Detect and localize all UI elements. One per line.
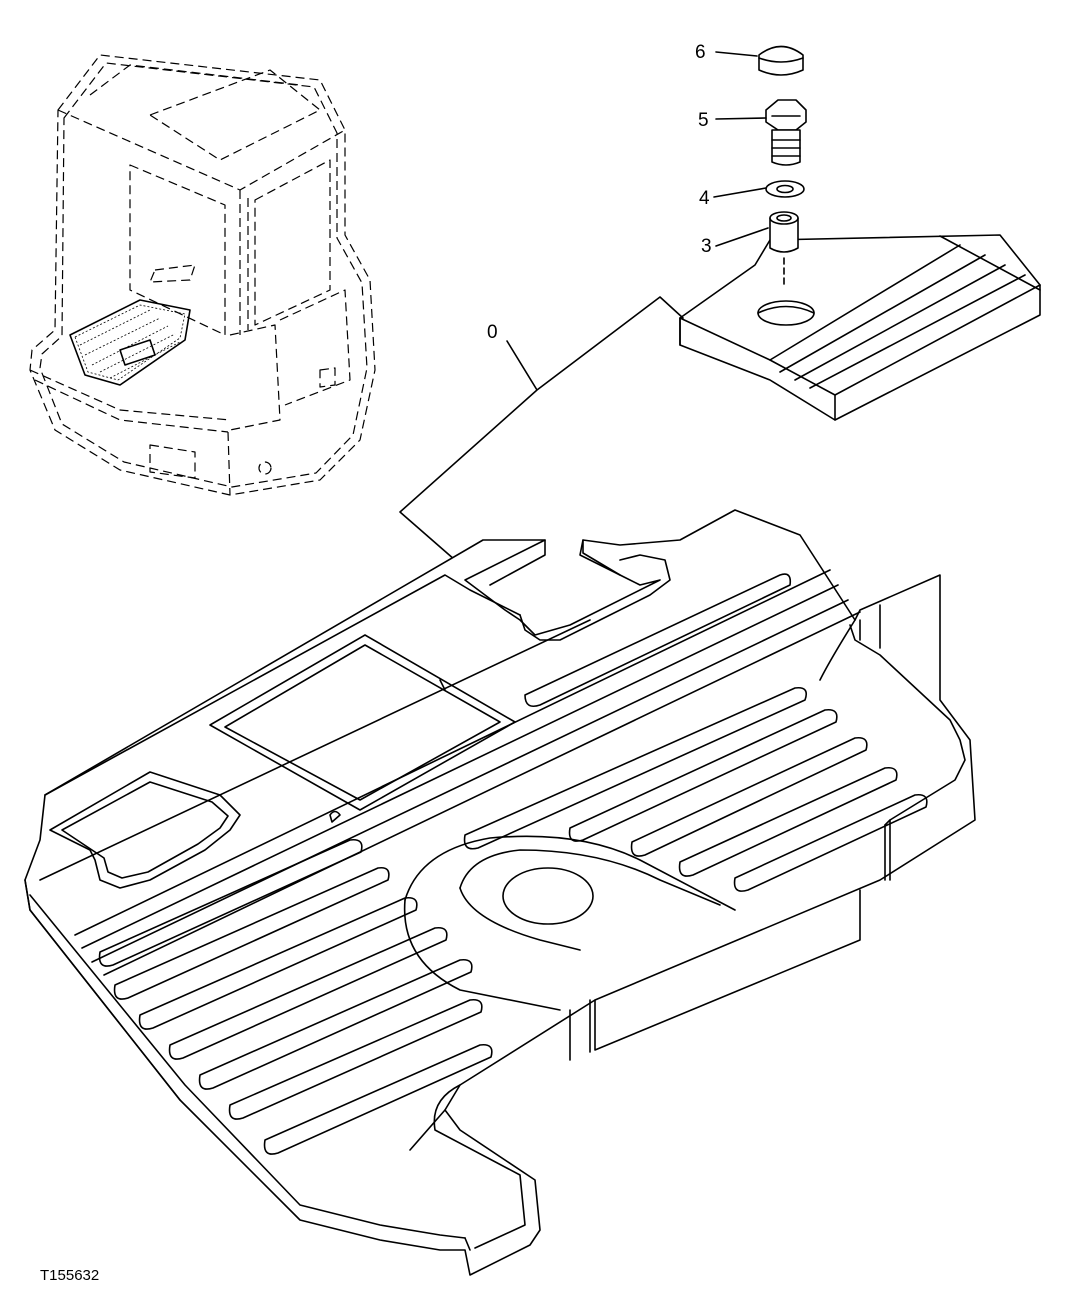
floor-slots — [98, 573, 928, 1155]
floor-plate-main — [24, 509, 976, 1276]
callout-4-label: 4 — [699, 188, 710, 209]
bolt-icon — [765, 99, 807, 166]
callout-3-label: 3 — [701, 236, 712, 257]
callout-5-label: 5 — [698, 110, 709, 131]
hardware-stack — [713, 45, 807, 286]
callout-6-label: 6 — [695, 42, 706, 63]
spacer-icon — [769, 211, 799, 253]
cab-locator-view — [29, 54, 376, 496]
floor-plate-detail — [679, 234, 1041, 421]
plug-cap-icon — [758, 45, 804, 76]
figure-id: T155632 — [40, 1267, 100, 1284]
callout-0-leader — [399, 296, 684, 561]
callout-0-label: 0 — [487, 322, 498, 343]
washer-icon — [765, 180, 805, 198]
